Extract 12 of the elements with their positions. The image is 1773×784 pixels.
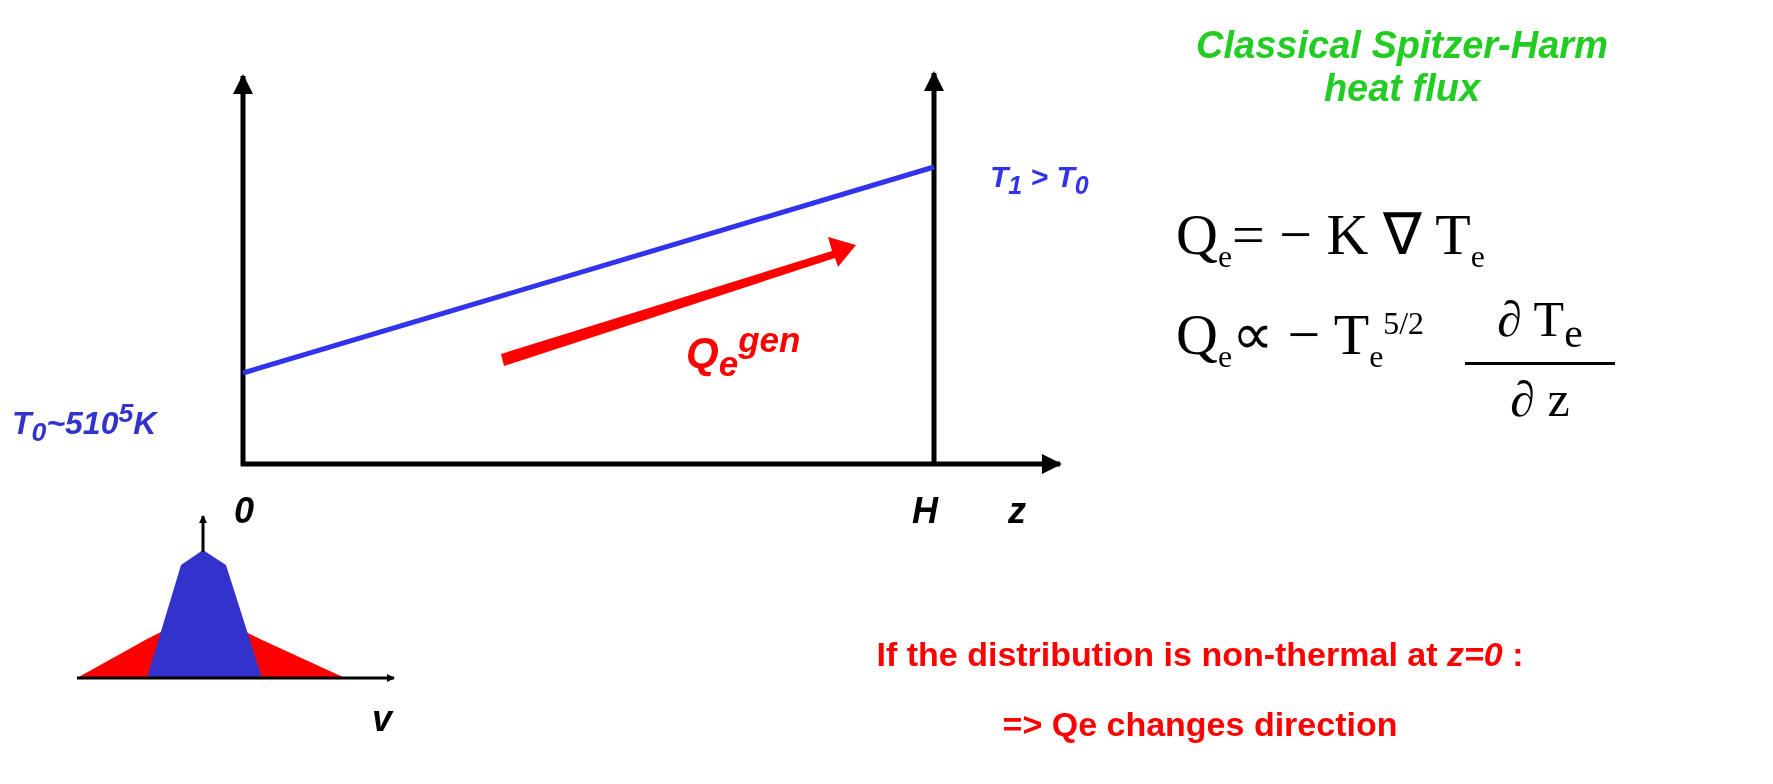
axis-label: H bbox=[912, 490, 938, 532]
curve-label: T$_{1}$ > T$_{0}$ bbox=[990, 160, 1089, 200]
axis-label: v bbox=[372, 698, 393, 740]
fraction-numerator: ∂ T$_{e}$ bbox=[1497, 290, 1583, 357]
axis-label: z bbox=[1008, 490, 1026, 532]
axis-label: 0 bbox=[234, 490, 255, 532]
equation: Q$_{e}$= − K ∇ T$_{e}$ bbox=[1176, 201, 1485, 275]
curve-label: T$_{0}$~510$^{5}$K bbox=[12, 398, 157, 449]
note: => Qe changes direction bbox=[1002, 705, 1398, 744]
fraction-denominator: ∂ z bbox=[1510, 370, 1570, 428]
heading: Classical Spitzer-Harm heat flux bbox=[1195, 24, 1609, 110]
note: If the distribution is non-thermal at z=0 : bbox=[876, 635, 1524, 674]
